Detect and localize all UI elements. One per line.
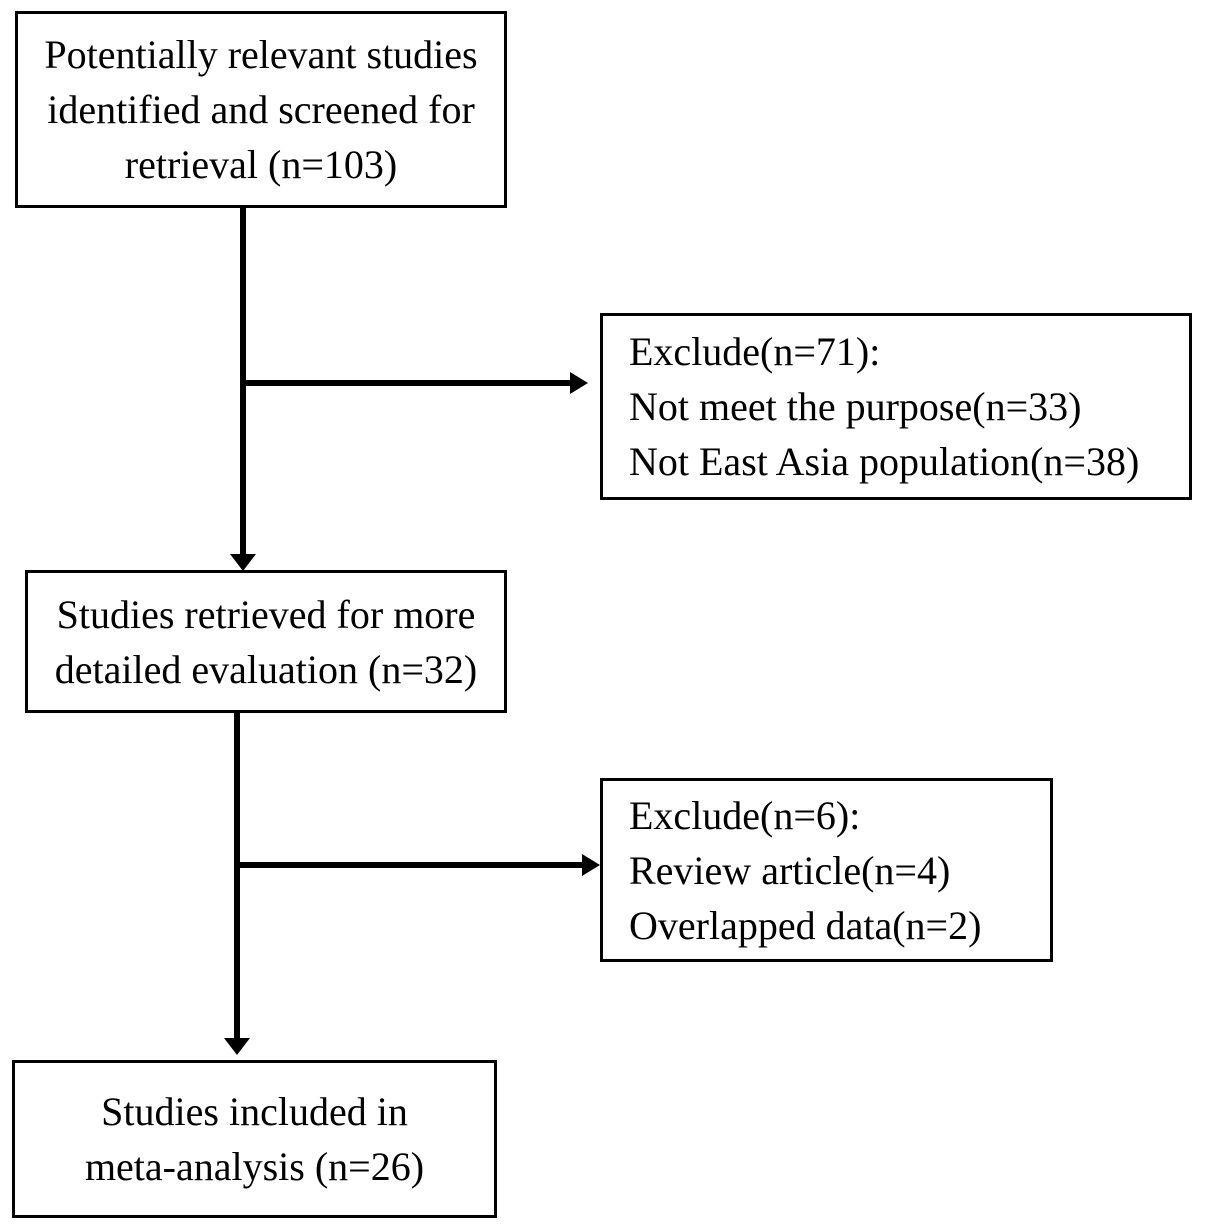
node-screened-text-line: Potentially relevant studies — [44, 32, 478, 77]
excluded-evaluation-header: Exclude(n=6): — [629, 792, 861, 838]
node-screened-text-line: retrieval (n=103) — [124, 142, 398, 187]
connector-retrieved-to-excluded — [234, 862, 582, 868]
node-excluded-evaluation: Exclude(n=6): Review article(n=4) Overla… — [600, 778, 1053, 962]
arrow-right-icon — [582, 854, 600, 876]
arrow-right-icon — [570, 372, 588, 394]
node-retrieved-text-line: Studies retrieved for more — [56, 591, 476, 637]
connector-screened-to-excluded — [240, 380, 570, 386]
node-included-text-line: Studies included in — [101, 1089, 408, 1134]
node-retrieved: Studies retrieved for more detailed eval… — [25, 570, 507, 713]
excluded-evaluation-reason: Overlapped data(n=2) — [629, 902, 982, 948]
node-screened: Potentially relevant studies identified … — [15, 11, 507, 208]
node-retrieved-text-line: detailed evaluation (n=32) — [54, 646, 478, 692]
connector-retrieved-to-included — [234, 713, 240, 1040]
excluded-screening-reason: Not meet the purpose(n=33) — [629, 384, 1082, 429]
arrow-down-icon — [224, 1038, 250, 1055]
node-included: Studies included in meta-analysis (n=26) — [12, 1060, 497, 1218]
arrow-down-icon — [230, 554, 256, 571]
node-excluded-screening: Exclude(n=71): Not meet the purpose(n=33… — [600, 313, 1192, 500]
excluded-screening-header: Exclude(n=71): — [629, 329, 881, 374]
excluded-evaluation-reason: Review article(n=4) — [629, 847, 951, 893]
excluded-screening-reason: Not East Asia population(n=38) — [629, 439, 1140, 484]
node-included-text-line: meta-analysis (n=26) — [84, 1144, 425, 1189]
node-screened-text-line: identified and screened for — [47, 87, 475, 132]
